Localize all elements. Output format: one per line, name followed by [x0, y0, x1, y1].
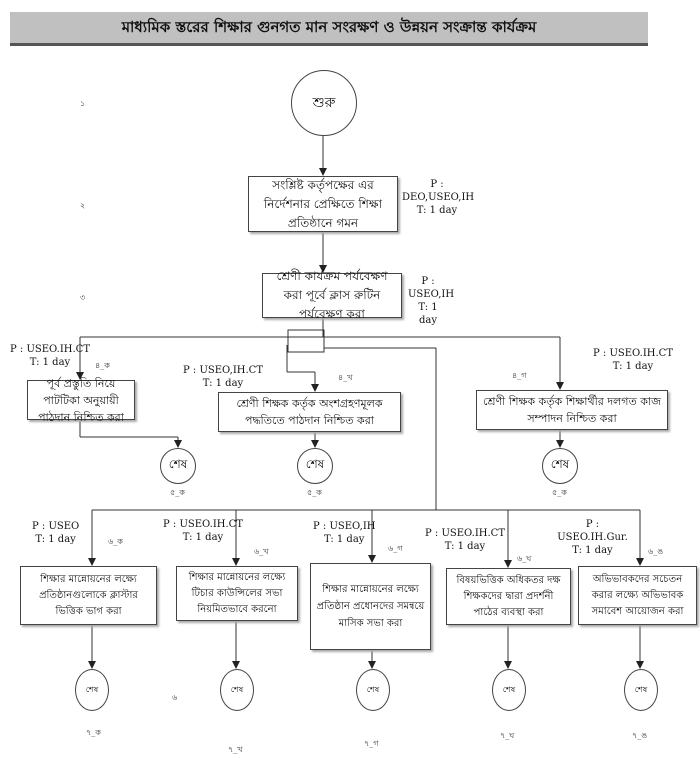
step-6gha-responsibility: P : USEO.IH.CT T: 1 day	[425, 527, 505, 553]
end-node-4ga: শেষ	[542, 448, 578, 484]
step-4kha-box: শ্রেণী শিক্ষক কর্তৃক অংশগ্রহণমূলক পদ্ধতি…	[218, 392, 401, 432]
step-3-box: শ্রেণী কার্যক্রম পর্যবেক্ষণ করা পূর্বে ক…	[262, 269, 402, 321]
step-6gha-id: ৬_ঘ	[517, 554, 532, 563]
step-number-2: ২	[80, 201, 86, 210]
time-label: T: 1 day	[418, 302, 438, 326]
step-6uma-box: অভিভাবকদের সচেতন করার লক্ষ্যে অভিভাবক সম…	[578, 566, 697, 625]
step-6uma-responsibility: P : USEO.IH.Gur. T: 1 day	[555, 518, 630, 557]
end-node-6ga: শেষ	[356, 669, 390, 711]
start-node: শুরু	[291, 70, 357, 136]
person-label: P : USEO,IH	[408, 276, 455, 300]
step-4ga-responsibility: P : USEO.IH.CT T: 1 day	[593, 347, 673, 373]
time-label: T: 1 day	[612, 361, 654, 372]
person-label: P : USEO.IH.CT	[593, 348, 673, 359]
step-number-1: ১	[80, 99, 86, 108]
step-4ga-id: ৪_গ	[512, 371, 527, 380]
step-number-6: ৬	[172, 693, 178, 702]
person-label: P : USEO	[32, 521, 80, 532]
step-4ga-box: শ্রেণী শিক্ষক কর্তৃক শিক্ষার্থীর দলগত কা…	[476, 390, 668, 430]
step-4ka-box: পূর্ব প্রস্তুতি নিয়ে পাটটিকা অনুয়ায়ী …	[27, 377, 135, 424]
end-node-4kha: শেষ	[297, 448, 333, 484]
step-4ka-responsibility: P : USEO.IH.CT T: 1 day	[10, 343, 90, 369]
time-label: T: 1 day	[324, 534, 365, 545]
person-label: P : USEO.IH.CT	[10, 344, 90, 355]
person-label: P : USEO.IH.CT	[425, 528, 505, 539]
step-6kha-id: ৬_খ	[254, 547, 269, 556]
step-4ka-id: ৪_ক	[95, 361, 110, 370]
time-label: T: 1 day	[29, 357, 71, 368]
page-title: মাধ্যমিক স্তরের শিক্ষার গুনগত মান সংরক্ষ…	[10, 12, 648, 46]
end-id: ৭_ক	[86, 728, 101, 737]
time-label: T: 1 day	[416, 205, 458, 216]
end-id: ৭_খ	[228, 745, 243, 754]
step-4kha-responsibility: P : USEO,IH.CT T: 1 day	[183, 364, 263, 390]
step-2-responsibility: P : DEO,USEO,IH T: 1 day	[402, 178, 475, 217]
step-6kha-box: শিক্ষার মান্নোয়নের লক্ষ্যে টিচার কাউন্স…	[176, 566, 298, 621]
step-6kha-responsibility: P : USEO.IH.CT T: 1 day	[163, 518, 243, 544]
person-label: P : USEO.IH.Gur.	[557, 519, 628, 543]
end-node-6gha: শেষ	[492, 669, 526, 711]
step-6ga-box: শিক্ষার মান্নোয়নের লক্ষ্যে প্রতিষ্ঠান প…	[310, 563, 431, 650]
end-node-6kha: শেষ	[220, 669, 254, 711]
end-id: ৫_ক	[170, 488, 185, 497]
person-label: P : USEO.IH.CT	[163, 519, 243, 530]
step-6ga-id: ৬_গ	[388, 544, 403, 553]
step-6ka-responsibility: P : USEO T: 1 day	[32, 520, 79, 546]
end-id: ৭_গ	[364, 739, 379, 748]
person-label: P : USEO,IH.CT	[183, 365, 263, 376]
step-6ka-id: ৬_ক	[108, 537, 123, 546]
step-2-box: সংশ্লিষ্ট কর্তৃপক্ষের এর নির্দেশনার প্রে…	[248, 176, 398, 232]
end-id: ৭_ঘ	[500, 731, 515, 740]
time-label: T: 1 day	[572, 545, 613, 556]
step-6ka-box: শিক্ষার মান্নোয়নের লক্ষ্যে প্রতিষ্ঠানগু…	[20, 566, 157, 625]
end-id: ৫_ক	[307, 488, 322, 497]
end-node-4ka: শেষ	[160, 448, 196, 484]
step-6ga-responsibility: P : USEO,IH T: 1 day	[313, 520, 376, 546]
end-node-6ka: শেষ	[75, 669, 109, 711]
time-label: T: 1 day	[202, 378, 244, 389]
step-4kha-id: ৪_খ	[338, 373, 353, 382]
end-id: ৫_ক	[552, 488, 567, 497]
step-6uma-id: ৬_ঙ	[648, 547, 664, 556]
end-node-6uma: শেষ	[624, 669, 658, 711]
end-id: ৭_ঙ	[632, 731, 648, 740]
step-6gha-box: বিষয়ভিত্তিক অধিকতর দক্ষ শিক্ষকদের দ্বার…	[446, 568, 571, 625]
person-label: P : DEO,USEO,IH	[402, 179, 475, 203]
person-label: P : USEO,IH	[313, 521, 376, 532]
step-number-3: ৩	[80, 293, 86, 302]
time-label: T: 1 day	[444, 541, 486, 552]
time-label: T: 1 day	[182, 532, 224, 543]
time-label: T: 1 day	[35, 534, 76, 545]
